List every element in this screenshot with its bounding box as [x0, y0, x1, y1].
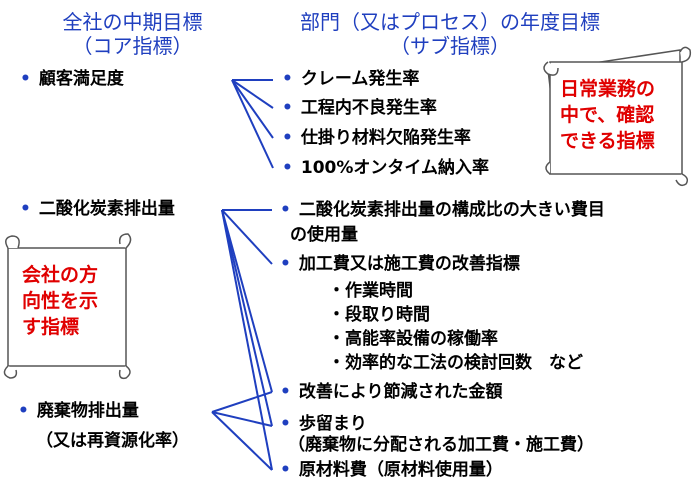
- sub-label: 歩留まり: [298, 414, 367, 434]
- sub-item-ontime: • 100%オンタイム納入率: [282, 157, 489, 179]
- sub-label: 二酸化炭素排出量の構成比の大きい費目: [298, 200, 605, 220]
- bullet-icon: •: [280, 382, 291, 402]
- bullet-icon: •: [18, 401, 29, 421]
- sub-item-inprocess-defect: • 工程内不良発生率: [282, 97, 437, 119]
- bullet-icon: •: [282, 128, 293, 148]
- line-cs-4: [231, 79, 274, 169]
- core-item-co2: • 二酸化炭素排出量: [20, 198, 175, 220]
- callout-line: す指標: [22, 316, 80, 338]
- scroll-left-shape: [3, 233, 132, 380]
- sub-item-wip-defect: • 仕掛り材料欠陥発生率: [282, 127, 471, 149]
- bullet-icon: •: [282, 158, 293, 178]
- sub-label: 加工費又は施工費の改善指標: [298, 254, 520, 274]
- callout-line: できる指標: [560, 130, 655, 152]
- detail-setup-time: ・段取り時間: [328, 305, 430, 325]
- bullet-icon: •: [280, 254, 291, 274]
- sub-item-co2-cost-line2: の使用量: [290, 225, 358, 245]
- core-label: 二酸化炭素排出量: [38, 199, 175, 219]
- bullet-icon: •: [280, 414, 291, 434]
- sub-item-savings: • 改善により節減された金額: [280, 381, 503, 403]
- sub-item-claim-rate: • クレーム発生率: [282, 68, 419, 90]
- sub-label: クレーム発生率: [300, 69, 420, 89]
- bullet-icon: •: [280, 200, 291, 220]
- line-co2-3: [221, 209, 273, 393]
- scroll-right-shape: [543, 46, 692, 187]
- line-cs-2: [231, 79, 274, 109]
- sub-label: 改善により節減された金額: [298, 382, 503, 402]
- bullet-icon: •: [20, 69, 31, 89]
- core-item-customer-satisfaction: • 顧客満足度: [20, 68, 124, 90]
- line-co2-2: [221, 209, 273, 265]
- sub-item-material-cost: • 原材料費（原材料使用量）: [280, 459, 503, 481]
- sub-label: 仕掛り材料欠陥発生率: [300, 128, 471, 148]
- core-label: 顧客満足度: [38, 69, 124, 89]
- header-sub: 部門（又はプロセス）の年度目標 （サブ指標）: [270, 10, 630, 58]
- line-waste-3: [211, 411, 273, 471]
- bullet-icon: •: [282, 69, 293, 89]
- core-item-waste: • 廃棄物排出量: [18, 400, 139, 422]
- header-sub-line2: （サブ指標）: [390, 34, 510, 58]
- callout-company-direction: 会社の方 向性を示 す指標: [22, 262, 98, 340]
- header-core: 全社の中期目標 （コア指標）: [20, 10, 245, 58]
- line-cs-3: [231, 79, 274, 139]
- callout-line: 日常業務の: [560, 78, 656, 100]
- detail-method-count: ・効率的な工法の検討回数 など: [328, 353, 583, 373]
- bullet-icon: •: [20, 199, 31, 219]
- bullet-icon: •: [280, 460, 291, 480]
- core-label: 廃棄物排出量: [36, 401, 139, 421]
- header-sub-line1: 部門（又はプロセス）の年度目標: [300, 10, 600, 34]
- core-item-waste-sub: （又は再資源化率）: [36, 431, 189, 451]
- line-co2-5: [221, 209, 273, 471]
- callout-line: 会社の方: [22, 264, 99, 286]
- callout-line: 中で、確認: [560, 104, 655, 126]
- detail-equipment-rate: ・高能率設備の稼働率: [328, 329, 498, 349]
- callout-line: 向性を示: [22, 290, 99, 312]
- header-core-line2: （コア指標）: [72, 34, 193, 58]
- line-waste-2: [211, 411, 273, 427]
- sub-item-yield-line2: （廃棄物に分配される加工費・施工費）: [288, 435, 594, 455]
- sub-label: 100%オンタイム納入率: [300, 158, 490, 178]
- detail-work-time: ・作業時間: [328, 281, 413, 301]
- callout-daily-work: 日常業務の 中で、確認 できる指標: [560, 76, 655, 154]
- sub-item-co2-cost: • 二酸化炭素排出量の構成比の大きい費目: [280, 199, 605, 221]
- sub-item-yield: • 歩留まり: [280, 413, 367, 435]
- header-core-line1: 全社の中期目標: [62, 10, 203, 34]
- line-co2-4: [221, 209, 273, 427]
- line-waste-1: [211, 391, 273, 413]
- sub-label: 工程内不良発生率: [300, 98, 437, 118]
- sub-label: 原材料費（原材料使用量）: [298, 460, 503, 480]
- bullet-icon: •: [282, 98, 293, 118]
- sub-item-processing-cost: • 加工費又は施工費の改善指標: [280, 253, 520, 275]
